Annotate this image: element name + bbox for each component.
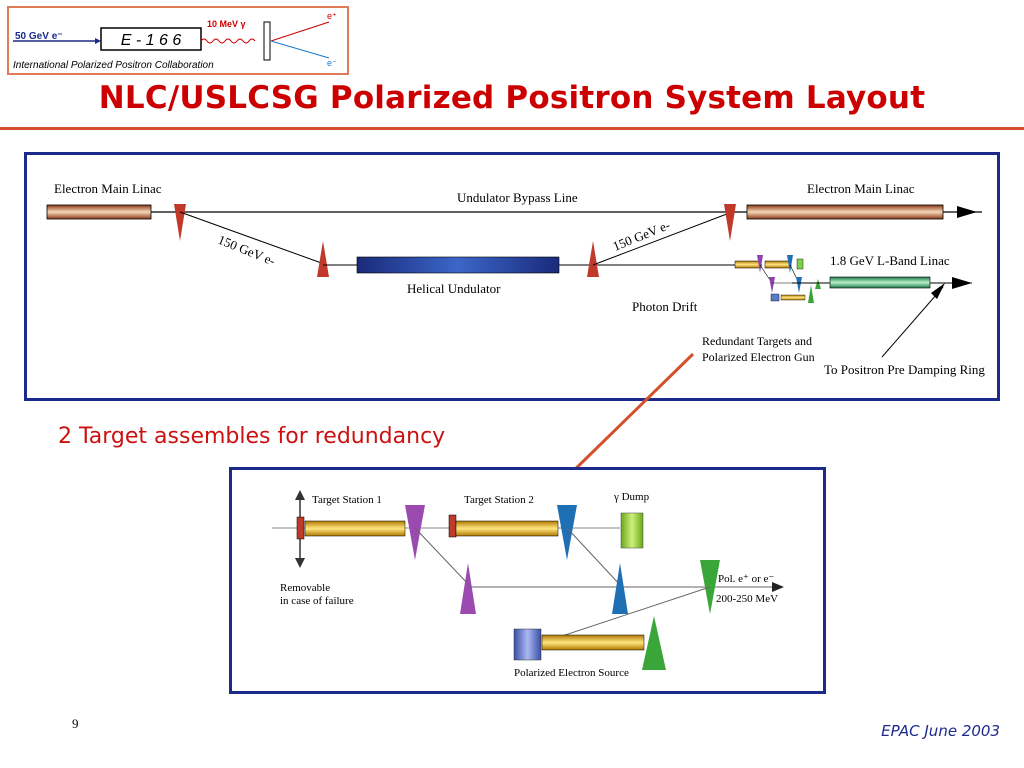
- bend-purple-2: [460, 563, 476, 614]
- label-target-station-2: Target Station 2: [464, 494, 534, 506]
- electron-main-linac-right: [746, 204, 944, 220]
- logo-electron-label: e⁻: [327, 58, 337, 68]
- logo-collaboration: International Polarized Positron Collabo…: [13, 60, 214, 71]
- redundancy-caption: 2 Target assembles for redundancy: [58, 424, 446, 449]
- label-redundant-targets-2: Polarized Electron Gun: [702, 350, 815, 364]
- bend-purple-1: [405, 505, 425, 560]
- lband-arrow-right: [952, 277, 972, 289]
- label-pol-output: Pol. e⁺ or e⁻: [718, 573, 774, 585]
- label-removable-1: Removable: [280, 582, 330, 594]
- electron-source-linac: [541, 634, 645, 651]
- label-redundant-targets-1: Redundant Targets and: [702, 334, 812, 348]
- e166-logo: 50 GeV e⁻ E - 1 6 6 10 MeV γ e⁺ e⁻ Inter…: [7, 6, 349, 75]
- label-helical-undulator: Helical Undulator: [407, 281, 501, 296]
- bend-green-2: [642, 616, 666, 670]
- electron-main-linac-left: [46, 204, 152, 220]
- helical-undulator: [356, 256, 560, 274]
- label-photon-drift: Photon Drift: [632, 299, 698, 314]
- beam-arrow-right: [957, 206, 977, 218]
- label-electron-main-linac-left: Electron Main Linac: [54, 181, 162, 196]
- logo-experiment-box: [100, 27, 202, 51]
- target-assembly-diagram: Target Station 1 Removable in case of fa…: [229, 467, 826, 694]
- label-polarized-source: Polarized Electron Source: [514, 667, 629, 679]
- bend-magnet-2: [317, 241, 329, 277]
- bend-blue-1: [557, 505, 577, 560]
- page-title: NLC/USLCSG Polarized Positron System Lay…: [98, 80, 926, 116]
- capture-section-1: [304, 520, 406, 537]
- bend-magnet-4: [724, 204, 736, 241]
- logo-photon-label: 10 MeV γ: [207, 19, 246, 29]
- label-lband-linac: 1.8 GeV L-Band Linac: [830, 253, 950, 268]
- bend-magnet-3: [587, 241, 599, 277]
- target-2: [448, 514, 457, 538]
- label-gamma-dump: γ Dump: [613, 491, 650, 503]
- label-removable-2: in case of failure: [280, 595, 354, 607]
- label-target-station-1: Target Station 1: [312, 494, 382, 506]
- polarized-electron-gun: [513, 628, 542, 661]
- title-underline: [0, 127, 1024, 130]
- system-layout-diagram: Electron Main Linac Undulator Bypass Lin…: [24, 152, 1000, 401]
- logo-positron-label: e⁺: [327, 11, 337, 21]
- target-1: [296, 516, 305, 540]
- bend-blue-2: [612, 563, 628, 614]
- label-undulator-bypass-line: Undulator Bypass Line: [457, 190, 578, 205]
- label-energy-range: 200-250 MeV: [716, 593, 778, 605]
- logo-beam-label: 50 GeV e⁻: [15, 31, 63, 42]
- footer-text: EPAC June 2003: [881, 722, 1000, 740]
- label-to-positron-ring: To Positron Pre Damping Ring: [824, 362, 985, 377]
- page-number: 9: [72, 716, 79, 731]
- lband-linac: [829, 276, 931, 289]
- gamma-dump: [620, 512, 644, 549]
- label-electron-main-linac-right: Electron Main Linac: [807, 181, 915, 196]
- capture-section-2: [455, 520, 559, 537]
- logo-experiment: E - 1 6 6: [121, 32, 182, 49]
